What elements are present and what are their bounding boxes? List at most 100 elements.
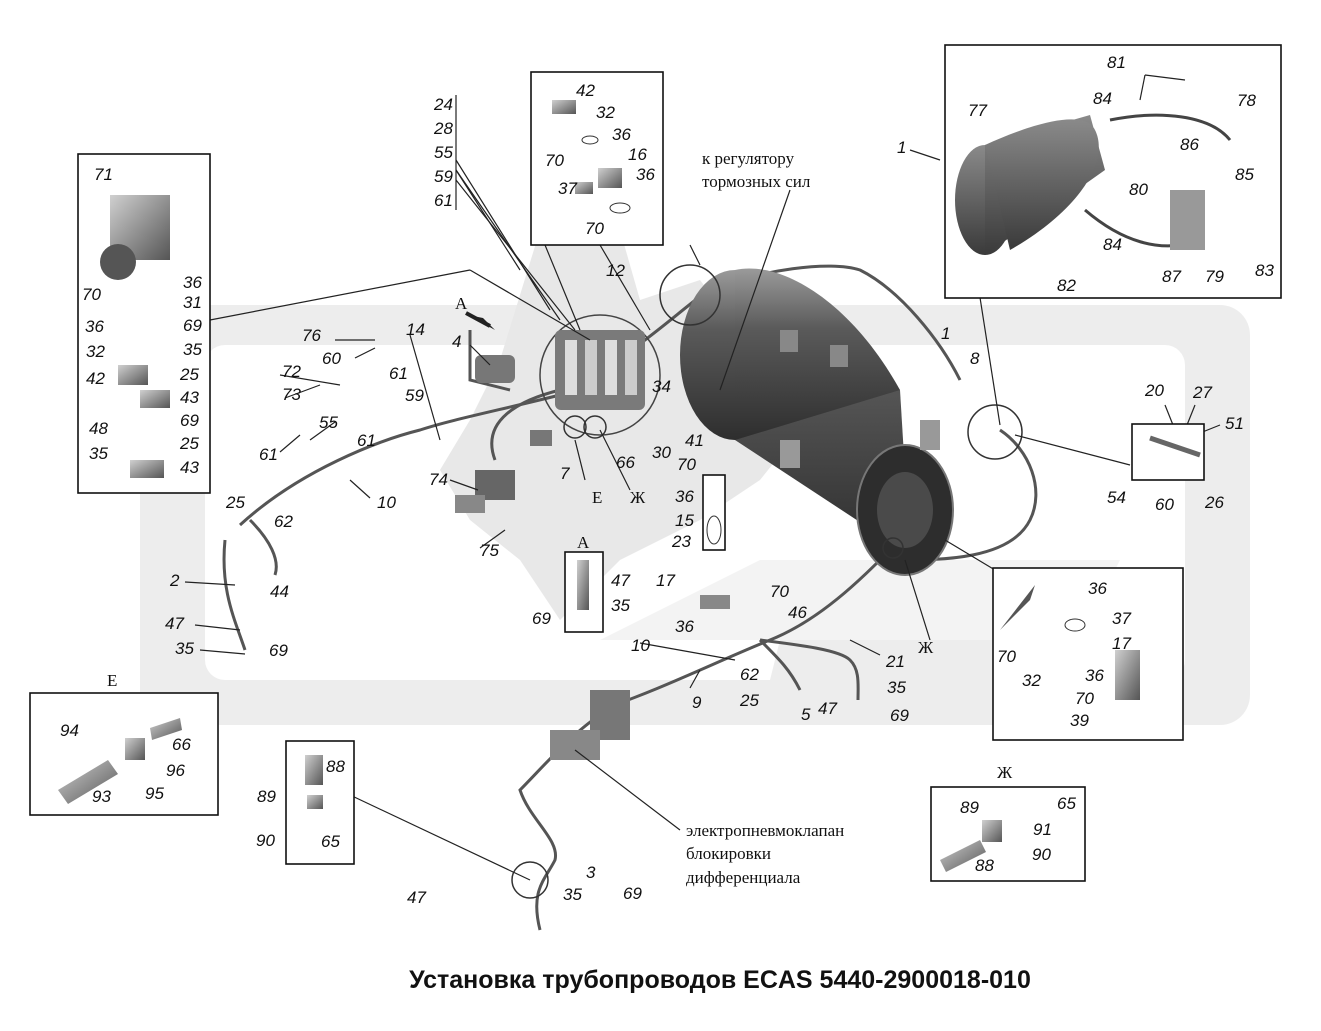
- label-75: 75: [480, 541, 499, 560]
- label-70: 70: [677, 455, 696, 474]
- label-70: 70: [545, 151, 564, 170]
- label-1: 1: [941, 324, 950, 343]
- label-61: 61: [357, 431, 376, 450]
- label-23: 23: [671, 532, 691, 551]
- label-88: 88: [975, 856, 994, 875]
- ecas-components: [455, 355, 730, 760]
- label-69: 69: [532, 609, 551, 628]
- label-36: 36: [1085, 666, 1104, 685]
- label-95: 95: [145, 784, 164, 803]
- label-62: 62: [274, 512, 293, 531]
- label-89: 89: [960, 798, 979, 817]
- label-35: 35: [887, 678, 906, 697]
- label-90: 90: [256, 831, 275, 850]
- air-receiver-tank: [680, 268, 954, 576]
- label-66: 66: [616, 453, 635, 472]
- label-32: 32: [596, 103, 615, 122]
- label-32: 32: [86, 342, 105, 361]
- label-7: 7: [560, 464, 570, 483]
- label-32: 32: [1022, 671, 1041, 690]
- leader-lines: [184, 95, 1221, 881]
- label-35: 35: [183, 340, 202, 359]
- label-20: 20: [1144, 381, 1164, 400]
- label-77: 77: [968, 101, 987, 120]
- label-70: 70: [1075, 689, 1094, 708]
- label-1: 1: [897, 138, 906, 157]
- label-12: 12: [606, 261, 625, 280]
- label-48: 48: [89, 419, 108, 438]
- label-66: 66: [172, 735, 191, 754]
- label-36: 36: [1088, 579, 1107, 598]
- label-41: 41: [685, 431, 704, 450]
- label-47: 47: [611, 571, 630, 590]
- label-55: 55: [434, 143, 453, 162]
- label-89: 89: [257, 787, 276, 806]
- label-34: 34: [652, 377, 671, 396]
- label-81: 81: [1107, 53, 1126, 72]
- view-a-marker: А: [455, 294, 468, 313]
- label-43: 43: [180, 458, 199, 477]
- note-regulator-line2: тормозных сил: [702, 172, 811, 191]
- label-83: 83: [1255, 261, 1274, 280]
- label-17: 17: [656, 571, 675, 590]
- label-69: 69: [890, 706, 909, 725]
- detail-box-a: [564, 551, 604, 633]
- label-61: 61: [259, 445, 278, 464]
- label-35: 35: [563, 885, 582, 904]
- view-zh-marker-left: Ж: [630, 488, 646, 507]
- view-e-marker: Е: [592, 488, 602, 507]
- label-59: 59: [405, 386, 424, 405]
- label-70: 70: [585, 219, 604, 238]
- label-90: 90: [1032, 845, 1051, 864]
- view-zh-marker-right: Ж: [918, 638, 934, 657]
- label-17: 17: [1112, 634, 1131, 653]
- view-markers: А А Е Е Ж Ж Ж: [107, 294, 1013, 782]
- label-3: 3: [586, 863, 596, 882]
- label-55: 55: [319, 413, 338, 432]
- label-24: 24: [433, 95, 453, 114]
- label-21: 21: [885, 652, 905, 671]
- label-65: 65: [321, 832, 340, 851]
- label-70: 70: [770, 582, 789, 601]
- label-46: 46: [788, 603, 807, 622]
- note-valve-line2: блокировки: [686, 844, 771, 863]
- label-25: 25: [179, 434, 199, 453]
- label-16: 16: [628, 145, 647, 164]
- detail-box-small-tank: [944, 44, 1282, 299]
- note-regulator-line1: к регулятору: [702, 149, 795, 168]
- label-25: 25: [179, 365, 199, 384]
- label-69: 69: [180, 411, 199, 430]
- label-42: 42: [576, 81, 595, 100]
- label-91: 91: [1033, 820, 1052, 839]
- label-43: 43: [180, 388, 199, 407]
- label-88: 88: [326, 757, 345, 776]
- label-93: 93: [92, 787, 111, 806]
- label-14: 14: [406, 320, 425, 339]
- label-80: 80: [1129, 180, 1148, 199]
- label-15: 15: [675, 511, 694, 530]
- label-5: 5: [801, 705, 811, 724]
- label-28: 28: [433, 119, 453, 138]
- detail-box-valve-parts: [77, 153, 211, 494]
- label-27: 27: [1192, 383, 1212, 402]
- label-36: 36: [675, 617, 694, 636]
- label-65: 65: [1057, 794, 1076, 813]
- label-79: 79: [1205, 267, 1224, 286]
- note-valve-line3: дифференциала: [686, 868, 801, 887]
- label-25: 25: [739, 691, 759, 710]
- label-36: 36: [675, 487, 694, 506]
- label-37: 37: [558, 179, 577, 198]
- label-73: 73: [282, 385, 301, 404]
- label-69: 69: [623, 884, 642, 903]
- label-96: 96: [166, 761, 185, 780]
- label-36: 36: [183, 273, 202, 292]
- label-84: 84: [1093, 89, 1112, 108]
- diagram-title: Установка трубопроводов ECAS 5440-290001…: [409, 966, 1031, 994]
- label-70: 70: [997, 647, 1016, 666]
- note-valve-line1: электропневмоклапан: [686, 821, 844, 840]
- label-10: 10: [377, 493, 396, 512]
- label-47: 47: [818, 699, 837, 718]
- label-70: 70: [82, 285, 101, 304]
- label-60: 60: [1155, 495, 1174, 514]
- view-e-title: Е: [107, 671, 117, 690]
